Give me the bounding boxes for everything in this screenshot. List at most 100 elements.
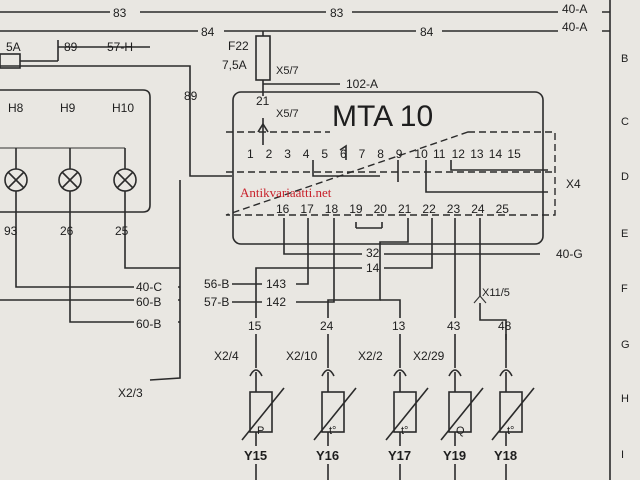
actuator-label: Y18 [494, 448, 517, 463]
wire-label-40g: 40-G [556, 247, 583, 261]
fuse-id: F22 [228, 39, 249, 53]
wire-label-83a: 83 [113, 6, 127, 20]
valve-body [393, 391, 417, 433]
conn-label: X2/10 [286, 349, 318, 363]
wire-32 [283, 218, 540, 255]
wire-label-32: 32 [366, 246, 380, 260]
pin-label: 24 [471, 202, 485, 216]
conn-label: X2/29 [413, 349, 445, 363]
wire-label-84b: 84 [420, 25, 434, 39]
actuator-row: 15X2/4PY1524X2/10t°Y1613X2/2t°Y1743X2/29… [214, 319, 535, 480]
pin-label: 4 [303, 147, 310, 161]
pin-label: 23 [447, 202, 461, 216]
wire-143 [232, 218, 309, 285]
grid-letter: F [621, 283, 628, 295]
pin-label: 21 [398, 202, 412, 216]
wire-label-83b: 83 [330, 6, 344, 20]
wire-label-143: 143 [266, 277, 286, 291]
valve-symbol: t° [401, 425, 408, 437]
grid-letter: I [621, 449, 624, 461]
valve-symbol: t° [507, 425, 514, 437]
valve-symbol: Q [456, 425, 465, 437]
pin-label: 25 [496, 202, 510, 216]
module-pin-top-conn: X5/7 [276, 108, 299, 120]
wire-label-40a-1: 40-A [562, 2, 587, 16]
grid-letter: G [621, 339, 630, 351]
grid-letter: E [621, 228, 628, 240]
actuator-label: Y16 [316, 448, 339, 463]
pin-label: 6 [340, 147, 347, 161]
module-name: MTA 10 [332, 100, 433, 133]
pin-label: 13 [470, 147, 484, 161]
wire-label-25: 25 [115, 224, 129, 238]
lamp-icon [4, 148, 28, 280]
lamp-label-h8: H8 [8, 101, 24, 115]
wire-label-14: 14 [366, 261, 380, 275]
wire-label-40a-2: 40-A [562, 20, 587, 34]
wire-label-89: 89 [64, 40, 78, 54]
actuator-label: Y15 [244, 448, 267, 463]
wire-x2-3 [149, 370, 181, 381]
module-box [232, 91, 544, 245]
wire-label-84a: 84 [201, 25, 215, 39]
pin-label: 16 [276, 202, 290, 216]
connector-x4 [225, 131, 556, 216]
pin-label: 15 [507, 147, 521, 161]
wire-label-56b: 56-B [204, 277, 229, 291]
fuse-rating: 7,5A [222, 58, 247, 72]
pin-label: 17 [300, 202, 314, 216]
valve-body [448, 391, 472, 433]
module-pin-top: 21 [256, 94, 270, 108]
valve-body [499, 391, 523, 433]
valve-body [321, 391, 345, 433]
actuator-label: Y19 [443, 448, 466, 463]
grid-letter: B [621, 53, 628, 65]
wire-label-40c: 40-C [136, 280, 162, 294]
wire-label-57h: 57-H [107, 40, 133, 54]
wire-label-102a: 102-A [346, 77, 378, 91]
wire-label-26: 26 [60, 224, 74, 238]
pin-label: 5 [321, 147, 328, 161]
wire-24 [327, 218, 409, 318]
wire-label: 43 [447, 319, 461, 333]
conn-label-x2-3: X2/3 [118, 386, 143, 400]
pin-label: 18 [325, 202, 339, 216]
lamp-label-h10: H10 [112, 101, 134, 115]
actuator-label: Y17 [388, 448, 411, 463]
wire-label-57b: 57-B [204, 295, 229, 309]
lamp-panel [0, 89, 151, 213]
pin-label: 1 [247, 147, 254, 161]
wire-label: 48 [498, 319, 512, 333]
fuse-conn: X5/7 [276, 65, 299, 77]
grid-letter: D [621, 171, 629, 183]
watermark: Antikvariaatti.net [240, 185, 332, 200]
connector-icon [249, 369, 263, 377]
pin-label: 12 [452, 147, 466, 161]
lamp-label-h9: H9 [60, 101, 76, 115]
connector-label: X4 [566, 177, 581, 191]
wire-label-93: 93 [4, 224, 18, 238]
pin-label: 8 [377, 147, 384, 161]
grid-letter: C [621, 116, 629, 128]
valve-symbol: t° [329, 425, 336, 437]
conn-label: X2/2 [358, 349, 383, 363]
valve-body [249, 391, 273, 433]
connector-icon [499, 369, 513, 377]
wire-89 [0, 65, 232, 177]
connector-icon [393, 369, 407, 377]
wire-label-60b-1: 60-B [136, 295, 161, 309]
conn-label: X2/4 [214, 349, 239, 363]
wire-label: 15 [248, 319, 262, 333]
pin-label: 10 [414, 147, 428, 161]
connector-icon [321, 369, 335, 377]
grid-row-letters: B C D E F G H I [621, 53, 630, 461]
wire-label: 24 [320, 319, 334, 333]
